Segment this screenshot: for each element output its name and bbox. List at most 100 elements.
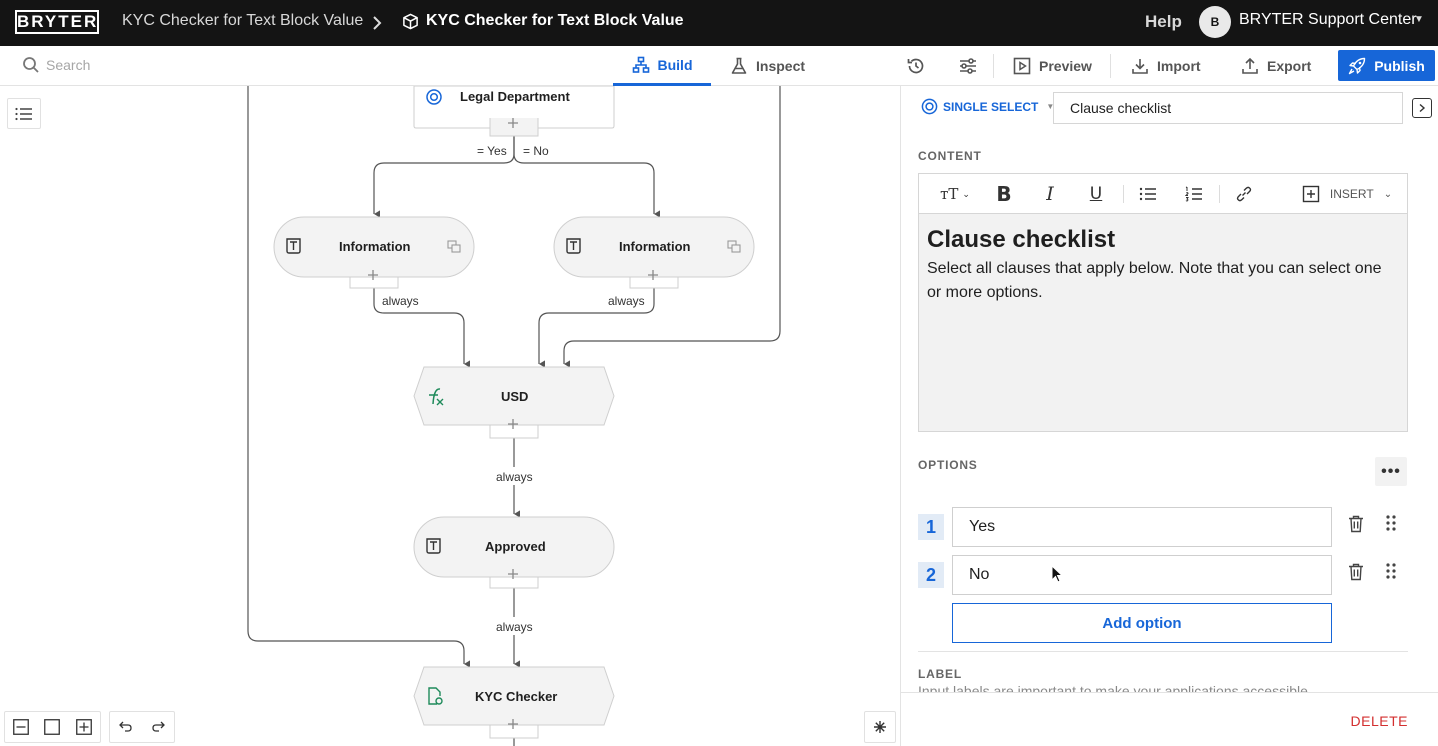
node-label: KYC Checker (475, 689, 557, 704)
outline-list-button[interactable] (7, 98, 41, 129)
drag-handle-icon[interactable] (1384, 562, 1398, 580)
tab-inspect-label: Inspect (756, 58, 806, 74)
zoom-controls (4, 711, 101, 743)
rich-text-editor[interactable]: ᴛT ⌄ B I U (918, 173, 1408, 432)
content-paragraph: Select all clauses that apply below. Not… (927, 260, 1382, 301)
trash-icon[interactable] (1348, 563, 1364, 581)
italic-button[interactable]: I (1039, 183, 1061, 205)
flow-node-approved[interactable]: Approved (413, 516, 615, 589)
add-node-icon[interactable] (508, 419, 518, 429)
edge-label: always (608, 294, 645, 308)
flask-icon (731, 57, 747, 74)
underline-button[interactable]: U (1085, 183, 1107, 205)
option-number: 1 (918, 514, 944, 540)
bold-icon: B (996, 182, 1012, 206)
zoom-out-icon[interactable] (12, 719, 29, 735)
mouse-cursor-icon (1051, 565, 1063, 583)
zoom-in-icon[interactable] (76, 719, 93, 735)
label-section-label: LABEL (918, 667, 962, 681)
add-node-icon[interactable] (508, 719, 518, 729)
export-label: Export (1267, 58, 1312, 74)
publish-button[interactable]: Publish (1338, 50, 1435, 81)
publish-label: Publish (1374, 57, 1425, 74)
node-type-select[interactable]: SINGLE SELECT ▼ (921, 98, 1054, 115)
option-input[interactable] (952, 555, 1332, 595)
auto-layout-button[interactable] (864, 711, 896, 743)
search-icon (23, 57, 39, 73)
numbered-list-button[interactable] (1183, 183, 1205, 205)
preview-button[interactable]: Preview (1013, 46, 1092, 86)
add-node-icon[interactable] (648, 270, 658, 280)
help-link[interactable]: Help (1145, 12, 1182, 31)
text-size-button[interactable]: ᴛT ⌄ (939, 183, 971, 205)
add-node-icon[interactable] (508, 118, 518, 128)
link-button[interactable] (1233, 183, 1255, 205)
search-input[interactable] (46, 54, 246, 76)
edge-label: = Yes (477, 144, 507, 158)
flow-diagram[interactable]: = Yes = No always always always always L… (0, 86, 900, 746)
bullet-list-icon (1139, 187, 1156, 201)
add-node-icon[interactable] (508, 569, 518, 579)
sliders-icon (960, 58, 976, 74)
text-block-icon (566, 238, 581, 254)
tab-build-label: Build (657, 56, 693, 73)
import-button[interactable]: Import (1131, 46, 1201, 86)
history-button[interactable] (906, 46, 926, 86)
export-button[interactable]: Export (1241, 46, 1311, 86)
node-title-input[interactable] (1053, 92, 1403, 124)
collapse-panel-button[interactable] (1412, 98, 1432, 118)
flow-node-kyc-checker[interactable]: KYC Checker (413, 666, 615, 739)
chevron-right-icon (1419, 103, 1426, 113)
flow-node-usd[interactable]: USD (413, 366, 615, 439)
document-gear-icon (428, 687, 443, 705)
edge-label: always (496, 620, 533, 634)
add-node-icon[interactable] (368, 270, 378, 280)
editor-content[interactable]: Clause checklist Select all clauses that… (919, 214, 1407, 431)
tab-inspect[interactable]: Inspect (730, 46, 820, 86)
flow-node-information[interactable]: Information (553, 216, 755, 289)
rocket-icon (1349, 57, 1366, 74)
breadcrumb-module[interactable]: KYC Checker for Text Block Value (426, 12, 684, 29)
node-label: Approved (485, 539, 546, 554)
options-more-button[interactable]: ••• (1375, 457, 1407, 486)
flow-node-information[interactable]: Information (273, 216, 475, 289)
toolbar-divider (1123, 185, 1124, 203)
delete-node-button[interactable]: DELETE (1350, 713, 1408, 729)
avatar[interactable]: B (1199, 6, 1231, 38)
caret-down-icon[interactable]: ▼ (1414, 14, 1424, 25)
node-label: Information (339, 239, 411, 254)
add-option-button[interactable]: Add option (952, 603, 1332, 643)
function-icon (429, 388, 444, 406)
node-label: Information (619, 239, 691, 254)
bryter-logo[interactable]: BRYTER (15, 10, 99, 34)
zoom-fit-icon[interactable] (44, 719, 61, 735)
translate-icon[interactable] (447, 240, 461, 253)
chevron-right-icon (373, 16, 382, 30)
properties-panel: SINGLE SELECT ▼ CONTENT ᴛT ⌄ B I U (900, 86, 1438, 746)
settings-button[interactable] (958, 46, 978, 86)
insert-menu-button[interactable]: INSERT ⌄ (1299, 183, 1395, 205)
content-section-label: CONTENT (918, 149, 982, 163)
account-menu[interactable]: BRYTER Support Center (1239, 11, 1417, 28)
flow-canvas[interactable]: = Yes = No always always always always L… (0, 86, 900, 746)
plus-square-icon (1302, 185, 1320, 203)
translate-icon[interactable] (727, 240, 741, 253)
numbered-list-icon (1185, 186, 1202, 202)
breadcrumb-project[interactable]: KYC Checker for Text Block Value (122, 12, 364, 29)
edge-label: always (496, 470, 533, 484)
bullet-list-button[interactable] (1137, 183, 1159, 205)
node-type-label: SINGLE SELECT (943, 99, 1039, 114)
option-input[interactable] (952, 507, 1332, 547)
drag-handle-icon[interactable] (1384, 514, 1398, 532)
toolbar-divider (1219, 185, 1220, 203)
link-icon (1236, 186, 1252, 202)
panel-footer: DELETE (901, 692, 1438, 746)
text-block-icon (286, 238, 301, 254)
flow-node-legal-department[interactable]: Legal Department (413, 86, 615, 137)
tab-build[interactable]: Build (613, 46, 711, 86)
redo-icon[interactable] (151, 721, 165, 733)
undo-icon[interactable] (119, 721, 133, 733)
trash-icon[interactable] (1348, 515, 1364, 533)
italic-icon: I (1046, 183, 1054, 205)
bold-button[interactable]: B (993, 182, 1015, 206)
